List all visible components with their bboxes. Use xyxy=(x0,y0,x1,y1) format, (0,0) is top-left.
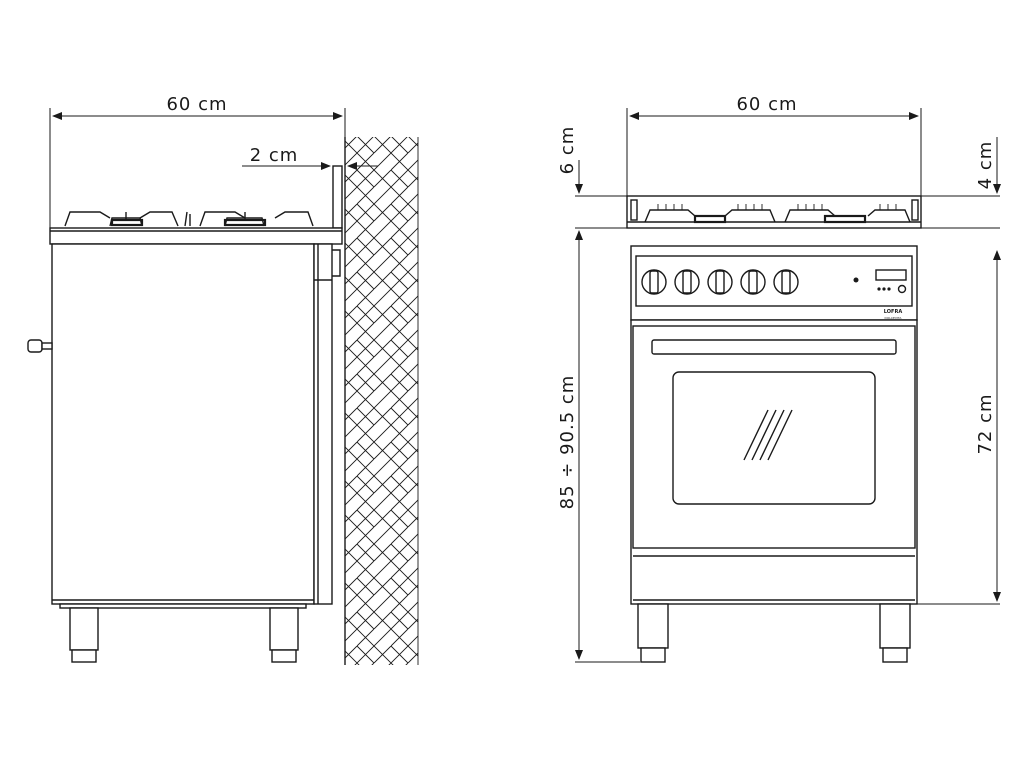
side-width-label: 60 cm xyxy=(166,94,227,115)
lid-height-label: 4 cm xyxy=(975,141,996,190)
brand-logo: LOFRA xyxy=(884,309,903,315)
control-panel: LOFRA DOLCEVITA xyxy=(630,245,918,321)
wall xyxy=(344,137,419,665)
total-height-label: 85 ÷ 90.5 cm xyxy=(557,375,578,510)
hob-front xyxy=(626,195,922,229)
top-height-dimension: 6 cm xyxy=(557,126,583,194)
lid-height-dimension: 4 cm xyxy=(975,137,1001,194)
top-height-label: 6 cm xyxy=(557,126,578,175)
front-width-label: 60 cm xyxy=(736,94,797,115)
knob-side xyxy=(27,339,53,353)
backguard xyxy=(332,165,343,229)
glass-reflection xyxy=(743,409,793,461)
oven-door-handle xyxy=(651,339,897,355)
front-view: 60 cm 6 cm 4 cm 85 ÷ 90.5 cm 72 cm xyxy=(557,94,1001,663)
side-view: 60 cm 2 cm xyxy=(27,94,419,665)
oven-body xyxy=(630,319,918,605)
total-height-dimension: 85 ÷ 90.5 cm xyxy=(557,230,583,660)
oven-window xyxy=(672,371,876,505)
burner-grates-side xyxy=(64,211,314,227)
front-width-dimension: 60 cm xyxy=(626,94,922,196)
control-knobs xyxy=(641,269,799,295)
body-height-label: 72 cm xyxy=(975,393,996,454)
wall-gap-label: 2 cm xyxy=(250,145,299,166)
indicator-light xyxy=(853,277,859,283)
timer-display xyxy=(875,269,907,294)
brand-sub: DOLCEVITA xyxy=(885,316,903,320)
feet-front xyxy=(637,603,911,663)
side-width-dimension: 60 cm xyxy=(49,94,346,230)
body-height-dimension: 72 cm xyxy=(975,250,1001,602)
feet-side xyxy=(69,607,299,663)
cooker-body-side xyxy=(51,243,341,609)
wall-gap-dimension: 2 cm xyxy=(242,145,378,170)
